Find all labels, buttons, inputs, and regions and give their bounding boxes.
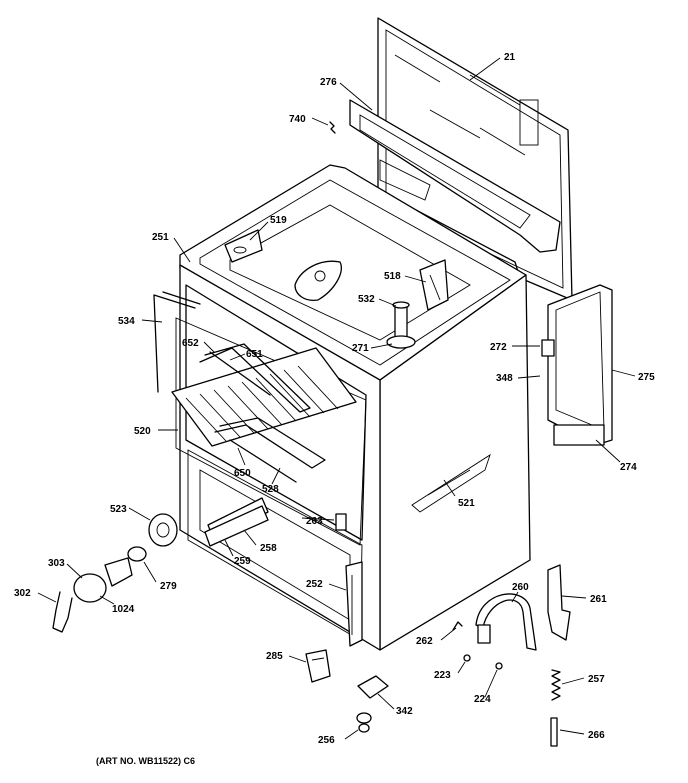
label-518: 518 bbox=[384, 271, 401, 282]
hinge-bracket-258 bbox=[204, 497, 269, 547]
label-523: 523 bbox=[110, 504, 127, 515]
label-650: 650 bbox=[234, 468, 251, 479]
label-1024: 1024 bbox=[112, 604, 135, 615]
label-257: 257 bbox=[588, 674, 605, 685]
label-272: 272 bbox=[490, 342, 507, 353]
switch-285 bbox=[305, 649, 331, 683]
label-520: 520 bbox=[134, 426, 151, 437]
bracket-519 bbox=[224, 229, 263, 263]
art-number: (ART NO. WB11522) C6 bbox=[96, 756, 195, 766]
label-342: 342 bbox=[396, 706, 413, 717]
label-258: 258 bbox=[260, 543, 277, 554]
lamp-socket-523 bbox=[148, 513, 178, 547]
label-348: 348 bbox=[496, 373, 513, 384]
label-528: 528 bbox=[262, 484, 279, 495]
floor-baffle bbox=[294, 260, 342, 301]
label-223: 223 bbox=[434, 670, 451, 681]
spring-257 bbox=[551, 669, 561, 701]
rear-vent-trim bbox=[349, 99, 561, 253]
screw-740 bbox=[329, 121, 336, 134]
clip-262 bbox=[452, 621, 463, 631]
label-303: 303 bbox=[48, 558, 65, 569]
bake-element bbox=[214, 417, 326, 483]
label-262: 262 bbox=[416, 636, 433, 647]
label-651: 651 bbox=[246, 349, 263, 360]
bracket-518 bbox=[419, 259, 449, 311]
trim-252 bbox=[345, 561, 363, 647]
door-handle-534 bbox=[153, 291, 201, 393]
leg-bracket-342 bbox=[357, 675, 389, 699]
label-302: 302 bbox=[14, 588, 31, 599]
label-251: 251 bbox=[152, 232, 169, 243]
label-266: 266 bbox=[588, 730, 605, 741]
label-261: 261 bbox=[590, 594, 607, 605]
label-259: 259 bbox=[234, 556, 251, 567]
hinge-arm-261 bbox=[547, 564, 571, 641]
label-21: 21 bbox=[504, 52, 516, 63]
label-263: 263 bbox=[306, 516, 323, 527]
label-252: 252 bbox=[306, 579, 323, 590]
label-271: 271 bbox=[352, 343, 369, 354]
label-276: 276 bbox=[320, 77, 337, 88]
burner-stem-271 bbox=[386, 301, 416, 349]
leveling-leg-256 bbox=[356, 712, 372, 733]
leader-lines bbox=[37, 57, 636, 740]
terminal-bracket-275 bbox=[541, 284, 613, 446]
label-652: 652 bbox=[182, 338, 199, 349]
label-532: 532 bbox=[358, 294, 375, 305]
label-260: 260 bbox=[512, 582, 529, 593]
hinge-260 bbox=[475, 593, 537, 651]
oven-rack bbox=[171, 347, 357, 447]
label-224: 224 bbox=[474, 694, 491, 705]
broil-element bbox=[199, 343, 311, 413]
label-256: 256 bbox=[318, 735, 335, 746]
label-279: 279 bbox=[160, 581, 177, 592]
lamp-assembly bbox=[52, 546, 147, 633]
label-275: 275 bbox=[638, 372, 655, 383]
label-274: 274 bbox=[620, 462, 637, 473]
label-519: 519 bbox=[270, 215, 287, 226]
label-521: 521 bbox=[458, 498, 475, 509]
screw-223 bbox=[463, 654, 471, 662]
part-labels: 21 276 740 519 251 518 532 534 652 651 2… bbox=[14, 52, 655, 746]
label-740: 740 bbox=[289, 114, 306, 125]
trim-263 bbox=[335, 513, 347, 531]
label-534: 534 bbox=[118, 316, 135, 327]
label-285: 285 bbox=[266, 651, 283, 662]
screw-224 bbox=[495, 662, 503, 670]
pin-266 bbox=[550, 717, 558, 747]
